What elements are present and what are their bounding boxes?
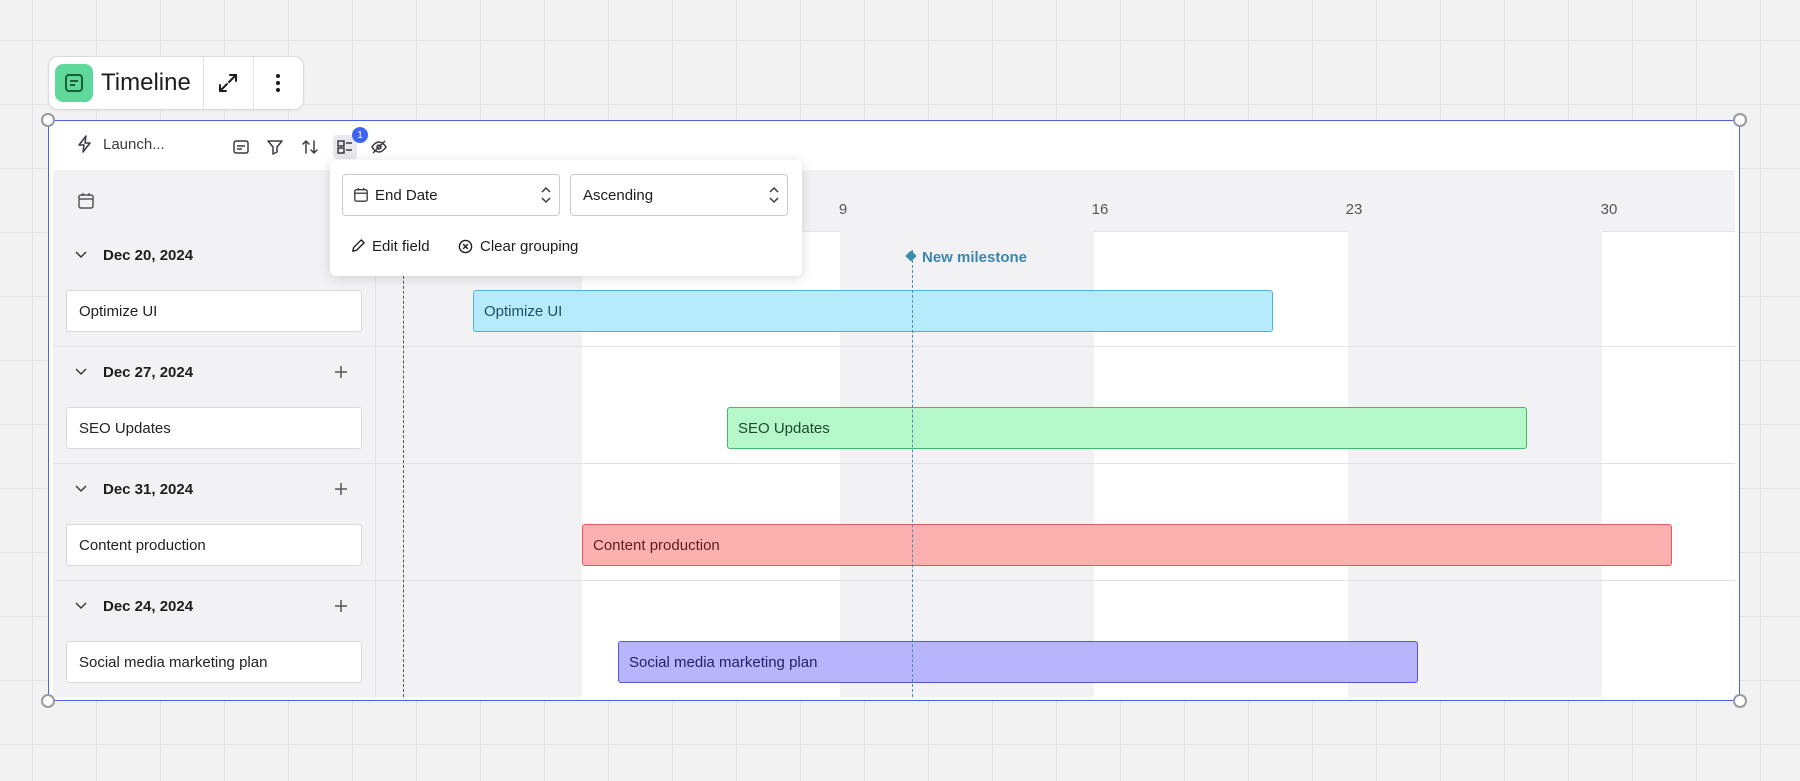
group-header[interactable]: Dec 27, 2024	[53, 352, 375, 392]
group-field-select[interactable]: End Date	[342, 174, 560, 216]
edit-field-button[interactable]: Edit field	[350, 238, 430, 255]
resize-handle[interactable]	[1733, 113, 1747, 127]
select-arrows-icon	[769, 186, 779, 204]
plus-icon	[335, 483, 347, 495]
select-arrows-icon	[541, 186, 551, 204]
group-count-badge: 1	[352, 127, 368, 143]
timeline-frame: Launch... 1 9 16 23 30	[48, 120, 1740, 701]
plus-icon	[335, 600, 347, 612]
board-title: Timeline	[101, 69, 191, 96]
group-field-value: End Date	[375, 186, 438, 204]
hide-fields-button[interactable]	[367, 135, 391, 159]
timeline-toolbar: Launch... 1	[49, 121, 1739, 171]
more-vertical-icon	[276, 74, 281, 92]
group-order-value: Ascending	[583, 186, 654, 204]
chevron-down-icon[interactable]	[75, 249, 87, 261]
chevron-down-icon[interactable]	[75, 483, 87, 495]
resize-handle[interactable]	[41, 113, 55, 127]
pencil-icon	[352, 239, 365, 252]
card-icon	[233, 140, 249, 154]
add-item-button[interactable]	[331, 362, 351, 382]
milestone-label[interactable]: New milestone	[922, 249, 1028, 266]
today-marker	[403, 231, 404, 697]
timeline-bar[interactable]: Optimize UI	[473, 290, 1273, 332]
grouping-popover: End Date Ascending Edit field Clear grou…	[330, 160, 802, 276]
row-divider	[53, 463, 1735, 464]
sort-button[interactable]	[298, 135, 322, 159]
timeline-bar[interactable]: Social media marketing plan	[618, 641, 1418, 683]
calendar-icon	[354, 187, 368, 202]
weekend-shade	[1348, 231, 1602, 697]
group-header[interactable]: Dec 24, 2024	[53, 586, 375, 626]
sort-icon	[302, 139, 318, 155]
group-icon	[337, 140, 352, 154]
group-title: Dec 31, 2024	[103, 480, 194, 498]
clear-grouping-button[interactable]: Clear grouping	[458, 238, 578, 255]
document-icon	[55, 64, 93, 102]
tick-label: 30	[1600, 201, 1618, 218]
source-label: Launch...	[103, 135, 165, 153]
group-order-select[interactable]: Ascending	[570, 174, 788, 216]
expand-icon	[219, 74, 238, 92]
filter-button[interactable]	[263, 135, 287, 159]
task-card[interactable]: SEO Updates	[66, 407, 362, 449]
group-button[interactable]: 1	[333, 127, 368, 159]
filter-icon	[267, 140, 283, 155]
hide-icon	[371, 140, 387, 154]
timeline-bar[interactable]: SEO Updates	[727, 407, 1527, 449]
milestone-line	[912, 250, 913, 697]
card-settings-button[interactable]	[229, 135, 253, 159]
resize-handle[interactable]	[1733, 694, 1747, 708]
group-header[interactable]: Dec 20, 2024	[53, 235, 375, 275]
add-item-button[interactable]	[331, 596, 351, 616]
chevron-down-icon[interactable]	[75, 600, 87, 612]
task-card[interactable]: Social media marketing plan	[66, 641, 362, 683]
timeline-title-bar: Timeline	[48, 56, 304, 110]
timeline-body: 9 16 23 30 Dec 20, 2024 Optimize UI Opti…	[53, 170, 1735, 697]
row-divider	[53, 580, 1735, 581]
row-divider	[53, 346, 1735, 347]
plus-icon	[335, 366, 347, 378]
edit-field-label: Edit field	[372, 238, 430, 255]
timeline-header: 9 16 23 30	[53, 170, 1735, 232]
tick-label: 9	[838, 201, 848, 218]
title-main[interactable]: Timeline	[49, 57, 204, 109]
more-button[interactable]	[252, 57, 303, 109]
tick-label: 23	[1345, 201, 1363, 218]
calendar-icon	[78, 193, 94, 209]
task-card[interactable]: Content production	[66, 524, 362, 566]
group-title: Dec 24, 2024	[103, 597, 194, 615]
timeline-bar[interactable]: Content production	[582, 524, 1672, 566]
chevron-down-icon[interactable]	[75, 366, 87, 378]
clear-grouping-label: Clear grouping	[480, 238, 579, 255]
add-item-button[interactable]	[331, 479, 351, 499]
group-title: Dec 27, 2024	[103, 363, 194, 381]
calendar-button[interactable]	[77, 192, 95, 215]
source-selector[interactable]: Launch...	[77, 135, 165, 153]
tick-label: 16	[1091, 201, 1109, 218]
resize-handle[interactable]	[41, 694, 55, 708]
expand-button[interactable]	[204, 57, 253, 109]
close-circle-icon	[458, 239, 473, 254]
group-header[interactable]: Dec 31, 2024	[53, 469, 375, 509]
group-title: Dec 20, 2024	[103, 246, 194, 264]
lightning-icon	[78, 135, 91, 153]
task-card[interactable]: Optimize UI	[66, 290, 362, 332]
